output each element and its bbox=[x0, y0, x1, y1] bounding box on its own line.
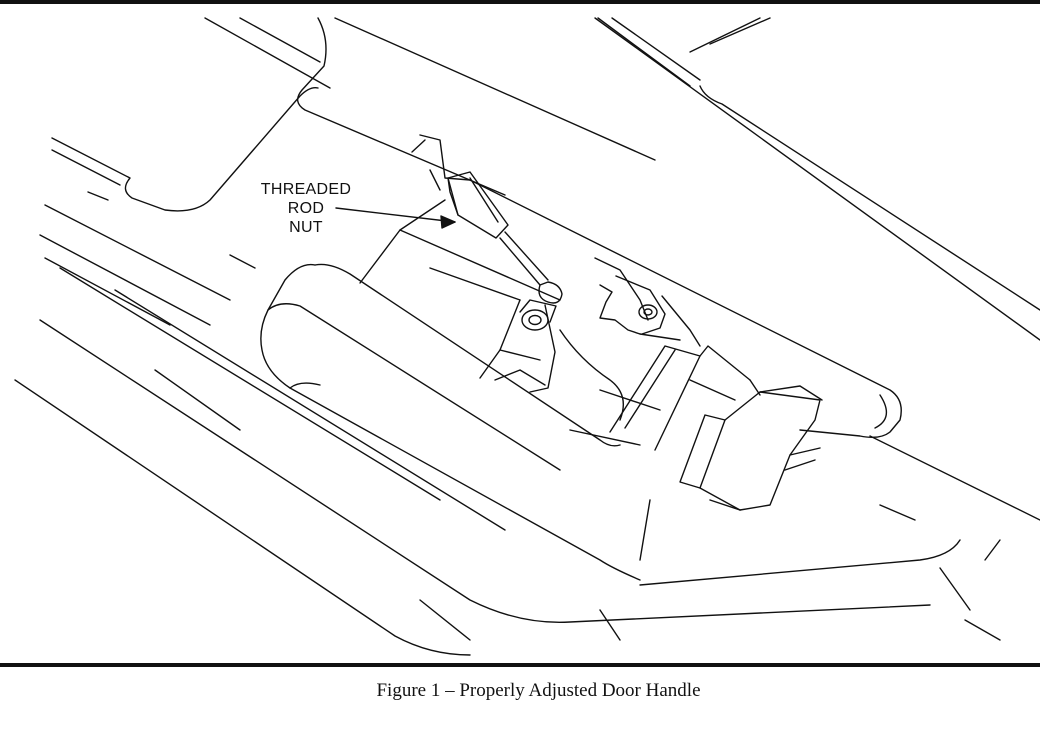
door-panel-upper-lines bbox=[204, 17, 1040, 341]
release-lever bbox=[609, 345, 823, 511]
bottom-border-rule bbox=[0, 663, 1040, 667]
door-body-lines bbox=[14, 204, 931, 656]
left-recess-outline bbox=[51, 86, 319, 212]
callout-line-2: ROD bbox=[287, 200, 325, 217]
door-lower-lines bbox=[229, 254, 1040, 641]
door-handle-pull bbox=[260, 263, 641, 581]
threaded-rod-assembly bbox=[447, 171, 563, 331]
handle-mechanism bbox=[359, 199, 661, 446]
top-border-rule bbox=[0, 0, 1040, 4]
latch-linkage bbox=[594, 257, 701, 347]
callout-line-1: THREADED bbox=[260, 181, 352, 198]
callout-leader-arrow bbox=[335, 207, 456, 229]
callout-line-3: NUT bbox=[289, 219, 323, 236]
threaded-rod-nut-label: THREADED ROD NUT bbox=[246, 180, 366, 237]
figure-caption: Figure 1 – Properly Adjusted Door Handle bbox=[376, 680, 701, 701]
door-handle-line-drawing bbox=[14, 17, 1040, 656]
handle-bezel bbox=[411, 134, 902, 439]
